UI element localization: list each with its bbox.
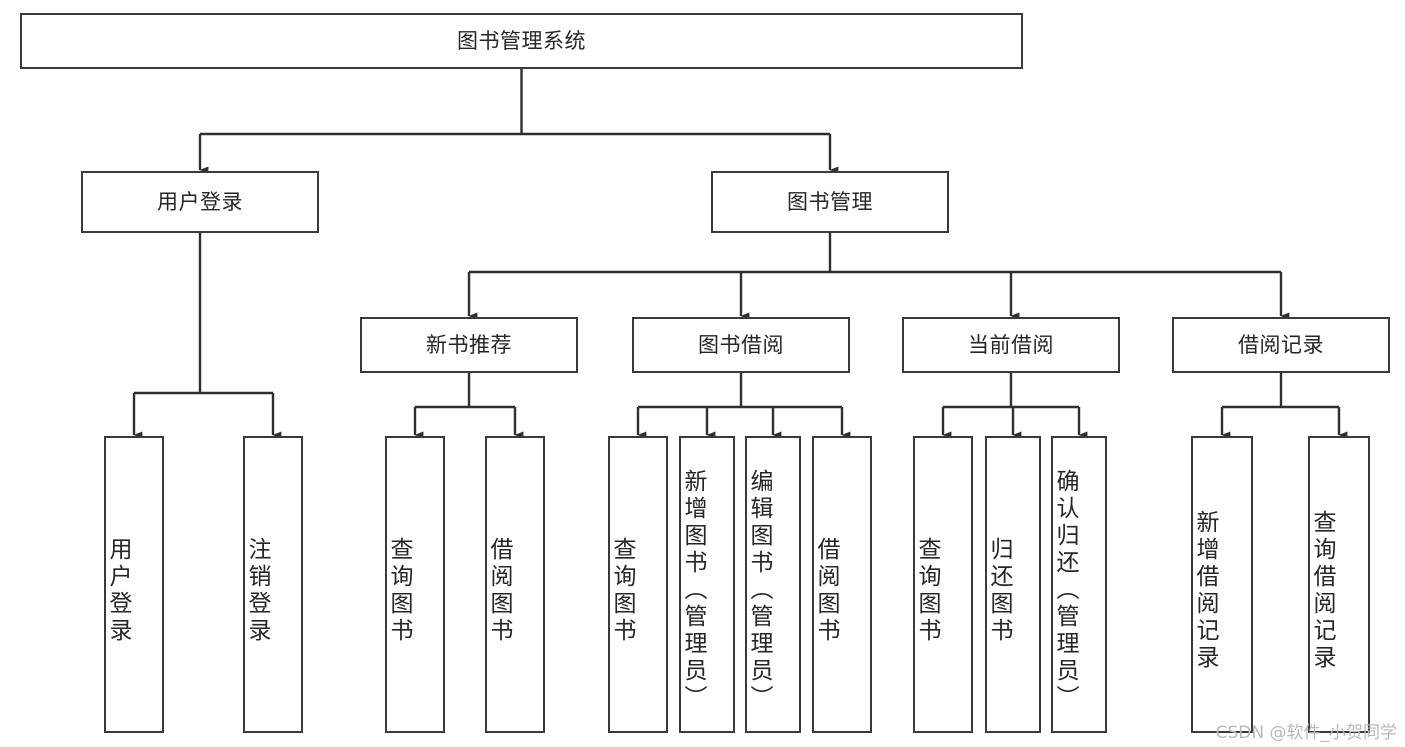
node-label: 用户登录 xyxy=(157,189,243,214)
node-book-manage[interactable]: 图书管理 xyxy=(711,171,949,233)
node-leaf-borrow-book-1[interactable]: 借阅图书 xyxy=(485,436,545,733)
node-label: 归还图书 xyxy=(986,536,1012,645)
node-leaf-add-book[interactable]: 新增图书（管理员） xyxy=(679,436,735,733)
node-leaf-confirm-return[interactable]: 确认归还（管理员） xyxy=(1051,436,1107,733)
node-label: 借阅图书 xyxy=(813,536,839,645)
node-current-borrow[interactable]: 当前借阅 xyxy=(902,317,1120,373)
node-leaf-return-book[interactable]: 归还图书 xyxy=(985,436,1041,733)
watermark: CSDN @软件_小贺同学 xyxy=(1215,723,1397,743)
node-label: 注销登录 xyxy=(244,536,270,645)
node-leaf-user-login[interactable]: 用户登录 xyxy=(104,436,164,733)
node-borrow-record[interactable]: 借阅记录 xyxy=(1172,317,1390,373)
node-leaf-query-book-1[interactable]: 查询图书 xyxy=(385,436,445,733)
node-leaf-edit-book[interactable]: 编辑图书（管理员） xyxy=(745,436,801,733)
node-label: 图书管理系统 xyxy=(457,28,586,53)
node-label: 用户登录 xyxy=(105,536,131,645)
node-leaf-query-book-3[interactable]: 查询图书 xyxy=(913,436,973,733)
node-label: 编辑图书（管理员） xyxy=(746,469,772,712)
node-new-book-rec[interactable]: 新书推荐 xyxy=(360,317,578,373)
node-label: 查询图书 xyxy=(609,536,635,645)
node-book-borrow[interactable]: 图书借阅 xyxy=(632,317,850,373)
node-label: 查询图书 xyxy=(914,536,940,645)
node-root[interactable]: 图书管理系统 xyxy=(20,13,1023,69)
node-label: 图书借阅 xyxy=(698,332,784,357)
node-label: 新增借阅记录 xyxy=(1192,509,1218,672)
node-label: 确认归还（管理员） xyxy=(1052,469,1078,712)
node-leaf-borrow-book-2[interactable]: 借阅图书 xyxy=(812,436,872,733)
node-user-login[interactable]: 用户登录 xyxy=(81,171,319,233)
node-label: 查询图书 xyxy=(386,536,412,645)
node-leaf-query-book-2[interactable]: 查询图书 xyxy=(608,436,668,733)
node-label: 图书管理 xyxy=(787,189,873,214)
node-leaf-logout[interactable]: 注销登录 xyxy=(243,436,303,733)
node-label: 当前借阅 xyxy=(968,332,1054,357)
node-label: 新增图书（管理员） xyxy=(680,469,706,712)
node-label: 新书推荐 xyxy=(426,332,512,357)
node-label: 查询借阅记录 xyxy=(1309,509,1335,672)
node-leaf-add-record[interactable]: 新增借阅记录 xyxy=(1191,436,1253,733)
edge-paths xyxy=(132,69,1348,439)
node-label: 借阅记录 xyxy=(1238,332,1324,357)
node-leaf-query-record[interactable]: 查询借阅记录 xyxy=(1308,436,1370,733)
node-label: 借阅图书 xyxy=(486,536,512,645)
